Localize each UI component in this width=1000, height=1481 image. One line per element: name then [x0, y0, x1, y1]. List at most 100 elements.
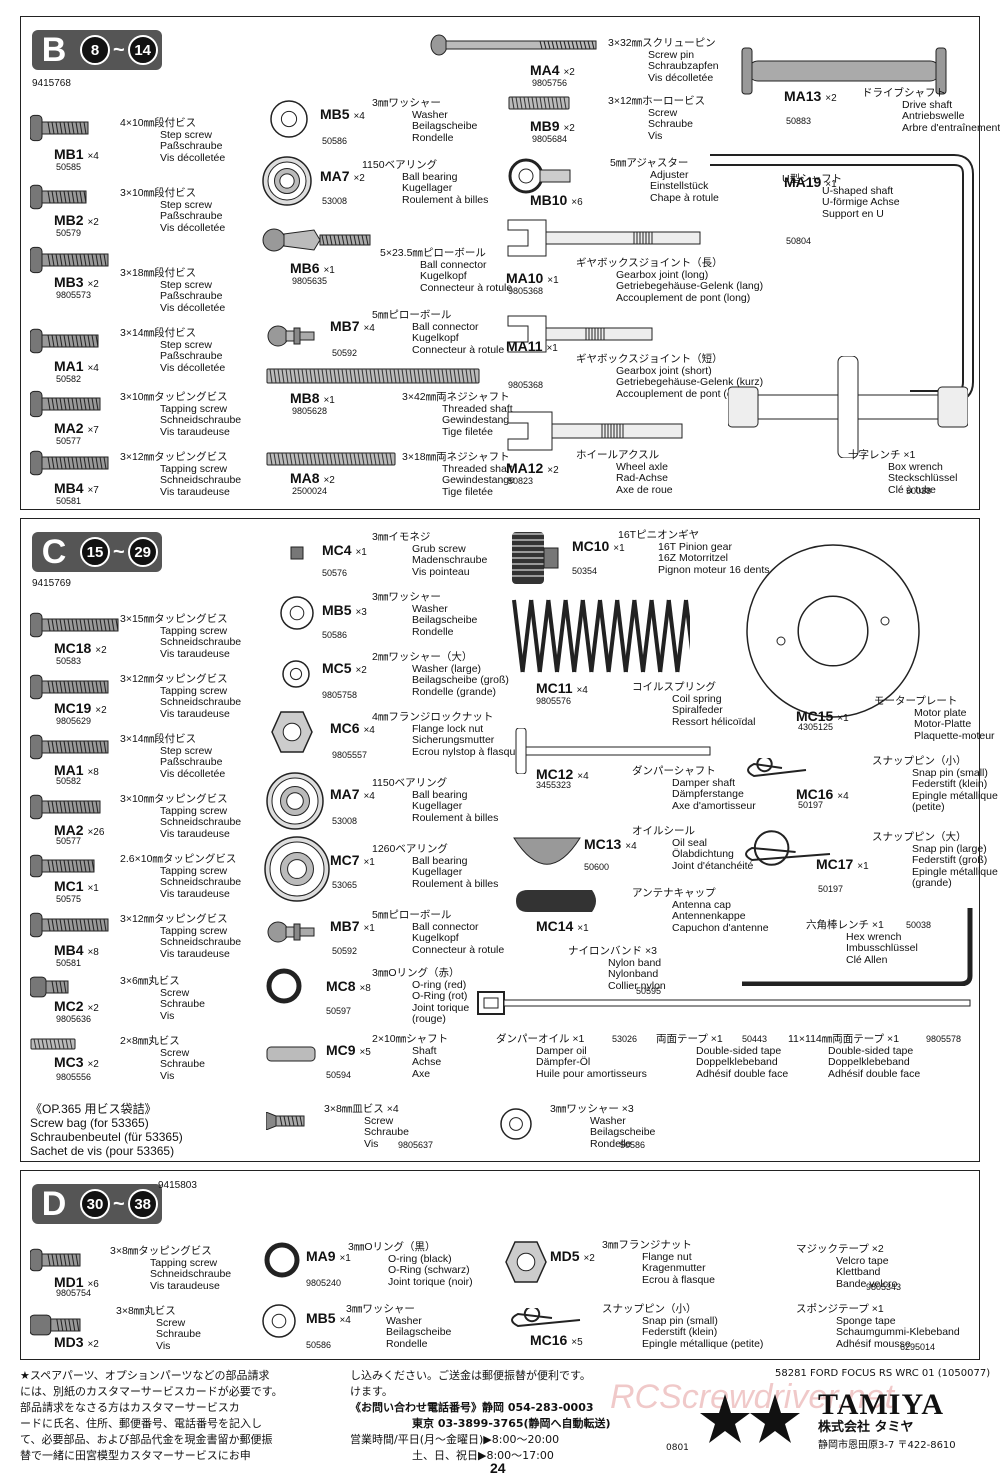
part-figure [266, 452, 396, 466]
part-qty: ×1 [837, 713, 849, 724]
step-to: 38 [127, 1189, 158, 1219]
desc-line: Schraube [160, 1058, 205, 1070]
desc-line: Axe [412, 1067, 431, 1080]
desc-line: Vis taraudeuse [160, 707, 230, 720]
part-code: MC2 [54, 998, 84, 1014]
part-id: MA1 ×4 [54, 358, 99, 374]
desc-line: アンテナキャップ [632, 887, 716, 899]
part-code: MC7 [330, 852, 360, 868]
desc-line: Schraube [364, 1126, 409, 1138]
part-code: MB3 [54, 274, 84, 290]
part-code: MA7 [330, 786, 360, 802]
part-qty: ×1 [339, 1253, 351, 1264]
section-b [20, 16, 980, 510]
desc-line: Beilagscheibe (groß) [412, 674, 509, 686]
desc-line: Vis décolletée [160, 221, 226, 234]
part-number: 9805240 [306, 1278, 342, 1288]
part-qty: ×2 [825, 93, 837, 104]
step-icon [30, 246, 109, 274]
desc-line: Vis [364, 1137, 379, 1150]
desc-line: Axe de roue [616, 483, 673, 496]
part-id: MA10 ×1 [506, 270, 559, 286]
part-number: 9805637 [398, 1140, 434, 1150]
part-qty: ×1 [547, 275, 559, 286]
part-code: MB5 [320, 106, 350, 122]
desc-line: 5㎜ピローボール [372, 309, 452, 321]
part-qty: ×1 [363, 923, 375, 934]
part-number: 9805556 [56, 1072, 92, 1082]
desc-line: 3×8㎜皿ビス ×4 [324, 1103, 399, 1115]
desc-line: Step screw [160, 744, 212, 757]
footer-hours: 営業時間/平日(月～金曜日)▶8:00～20:00 [350, 1433, 560, 1446]
part-description: 2㎜ワッシャー（大）Washer (large)Beilagscheibe (g… [372, 651, 509, 698]
desc-line: Vis taraudeuse [160, 425, 230, 438]
desc-line: Vis taraudeuse [160, 485, 230, 498]
desc-line: 3×10㎜段付ビス [120, 187, 197, 199]
part-code: MA2 [54, 420, 84, 436]
part-id: MA8 ×2 [290, 470, 335, 486]
part-id: MC15 ×1 [796, 708, 849, 724]
part-number: 2500024 [292, 486, 328, 496]
part-id: MC6 ×4 [330, 720, 375, 736]
desc-line: Paßschraube [160, 140, 223, 152]
desc-line: Roulement à billes [412, 877, 499, 890]
part-number: 50577 [56, 836, 82, 846]
desc-line: U-shaped shaft [822, 184, 894, 197]
watermark: RCScrewdriver.net [610, 1378, 895, 1416]
desc-line: Kragenmutter [642, 1262, 706, 1274]
part-qty: ×1 [87, 883, 99, 894]
part-number: 53026 [612, 1034, 638, 1044]
part-qty: ×2 [95, 645, 107, 656]
grub-icon [290, 546, 304, 560]
part-number: 50576 [322, 568, 348, 578]
part-code: MA19 [784, 174, 822, 190]
part-code: MC11 [536, 680, 573, 696]
desc-line: Shaft [412, 1044, 437, 1057]
rod-icon [266, 368, 480, 384]
part-number: 53008 [322, 196, 348, 206]
gear-icon [512, 532, 559, 584]
desc-line: Joint torique [412, 1001, 470, 1014]
screw-bag-label: 《OP.365 用ビス袋詰》 Screw bag (for 53365) Sch… [30, 1102, 183, 1158]
desc-line: Washer [412, 108, 448, 121]
desc-line: O-Ring (rot) [412, 990, 468, 1002]
desc-line: Tapping screw [160, 684, 228, 697]
part-code: MC14 [536, 918, 574, 934]
desc-line: Antenna cap [672, 898, 731, 911]
axle-icon [507, 411, 683, 451]
desc-line: Tapping screw [160, 864, 228, 877]
desc-line: Kugelkopf [412, 332, 459, 344]
part-number: 50586 [322, 136, 348, 146]
part-qty: ×2 [87, 1003, 99, 1014]
bag-code: 9415769 [32, 578, 71, 589]
pinrod-icon [266, 1046, 316, 1062]
desc-line: Oil seal [672, 836, 708, 849]
part-id: MC8 ×8 [326, 978, 371, 994]
part-number: 9805368 [508, 380, 544, 390]
desc-line: Step screw [160, 338, 212, 351]
part-figure [30, 674, 110, 700]
desc-line: Adhésif mousse [836, 1337, 911, 1350]
desc-line: Coil spring [672, 692, 722, 705]
desc-line: Vis [648, 129, 663, 142]
part-description: スナップピン（大）Snap pin (large)Federstift (gro… [872, 831, 998, 890]
tamiya-logo [700, 1394, 800, 1443]
part-id: MC9 ×5 [326, 1042, 371, 1058]
part-id: MC5 ×2 [322, 660, 367, 676]
desc-line: スナップピン（小） [872, 755, 967, 767]
part-qty: ×2 [355, 665, 367, 676]
step-to: 14 [127, 35, 158, 65]
washer-icon [282, 660, 310, 688]
part-number: 9805573 [56, 290, 92, 300]
part-id: MC1 ×1 [54, 878, 99, 894]
